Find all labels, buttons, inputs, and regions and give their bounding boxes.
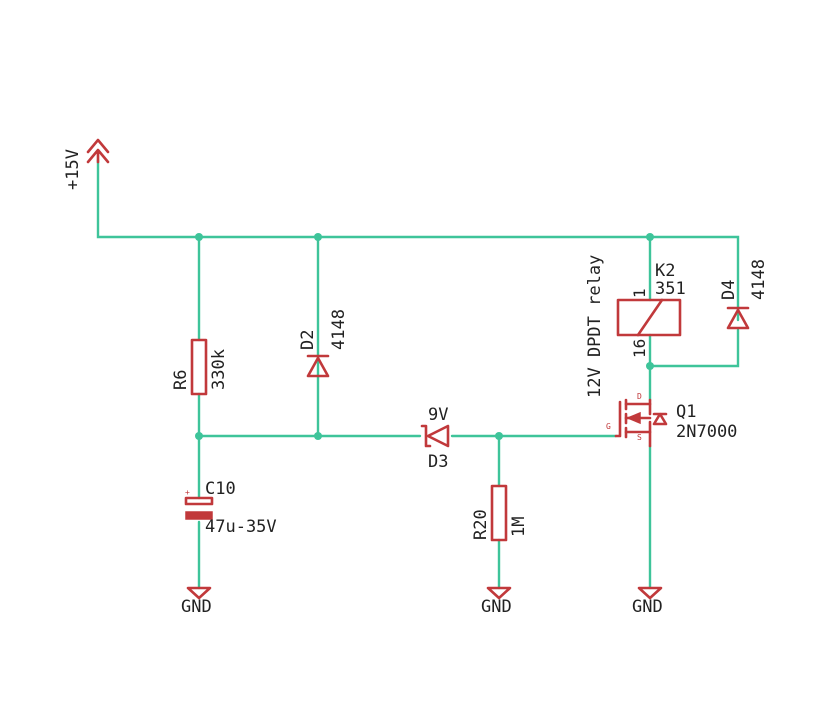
ground-symbol-right: GND: [632, 586, 663, 617]
ground-symbol-left: GND: [181, 586, 212, 617]
q1-gate: [614, 400, 622, 438]
q1-pin-gate: G: [606, 422, 611, 431]
supply-arrow-icon: [86, 138, 110, 164]
diode-d2: D2 4148: [298, 309, 349, 378]
ground-label: GND: [181, 597, 212, 617]
d2-ref: D2: [298, 330, 318, 350]
k2-value: 351: [655, 279, 686, 299]
relay-k2: K2 351 1 16 12V DPDT relay: [585, 255, 686, 398]
capacitor-c10: + C10 47u-35V: [184, 479, 277, 537]
d3-cathode-bar: [420, 424, 432, 448]
k2-coil-diagonal: [636, 298, 664, 337]
junction-dot: [195, 432, 203, 440]
q1-body-diode: [648, 402, 668, 434]
junction-dot: [495, 432, 503, 440]
ground-symbol-middle: GND: [481, 586, 512, 617]
c10-plate-positive: [184, 496, 214, 506]
c10-plate-negative: [185, 511, 213, 520]
power-supply-symbol: +15V: [63, 138, 110, 190]
ground-icon: [637, 586, 663, 600]
d2-anode-triangle: [306, 356, 330, 378]
zener-diode-d3: 9V D3: [420, 405, 450, 472]
resistor-r20: R20 1M: [471, 484, 529, 542]
r20-body: [490, 484, 508, 542]
ground-label: GND: [632, 597, 663, 617]
c10-polarity: +: [185, 488, 190, 497]
d3-triangle: [426, 424, 450, 448]
k2-pin-bottom: 16: [630, 339, 649, 358]
supply-label: +15V: [63, 149, 83, 190]
junction-dot: [195, 233, 203, 241]
ground-label: GND: [481, 597, 512, 617]
ground-icon: [486, 586, 512, 600]
k2-coil-body: [616, 298, 682, 337]
mosfet-q1: D G S Q1 2N7000: [606, 392, 737, 448]
r6-ref: R6: [171, 370, 191, 390]
k2-description: 12V DPDT relay: [585, 255, 605, 398]
r20-value: 1M: [509, 517, 529, 537]
wires: [96, 158, 740, 590]
junction-dot: [646, 233, 654, 241]
junctions: [195, 233, 654, 440]
d3-value: 9V: [428, 405, 448, 425]
k2-ref: K2: [655, 261, 675, 281]
q1-ref: Q1: [676, 402, 696, 422]
wire-d4-return: [648, 328, 740, 368]
d3-ref: D3: [428, 452, 448, 472]
junction-dot: [314, 233, 322, 241]
d2-value: 4148: [329, 309, 349, 350]
d4-ref: D4: [719, 280, 739, 300]
d4-triangle: [726, 308, 750, 330]
k2-pin-top: 1: [630, 288, 649, 298]
ground-icon: [186, 586, 212, 600]
c10-value: 47u-35V: [205, 517, 277, 537]
r20-ref: R20: [471, 509, 491, 540]
junction-dot: [314, 432, 322, 440]
wire-supply-rail: [96, 158, 740, 322]
diode-d4: D4 4148: [719, 259, 769, 330]
q1-pin-drain: D: [637, 392, 642, 401]
r6-body: [190, 338, 208, 396]
q1-pin-source: S: [637, 433, 642, 442]
resistor-r6: R6 330k: [171, 338, 229, 396]
q1-value: 2N7000: [676, 422, 737, 442]
d4-value: 4148: [749, 259, 769, 300]
q1-arrow-icon: [626, 411, 641, 425]
r6-value: 330k: [209, 349, 229, 390]
c10-ref: C10: [205, 479, 236, 499]
junction-dot: [646, 362, 654, 370]
